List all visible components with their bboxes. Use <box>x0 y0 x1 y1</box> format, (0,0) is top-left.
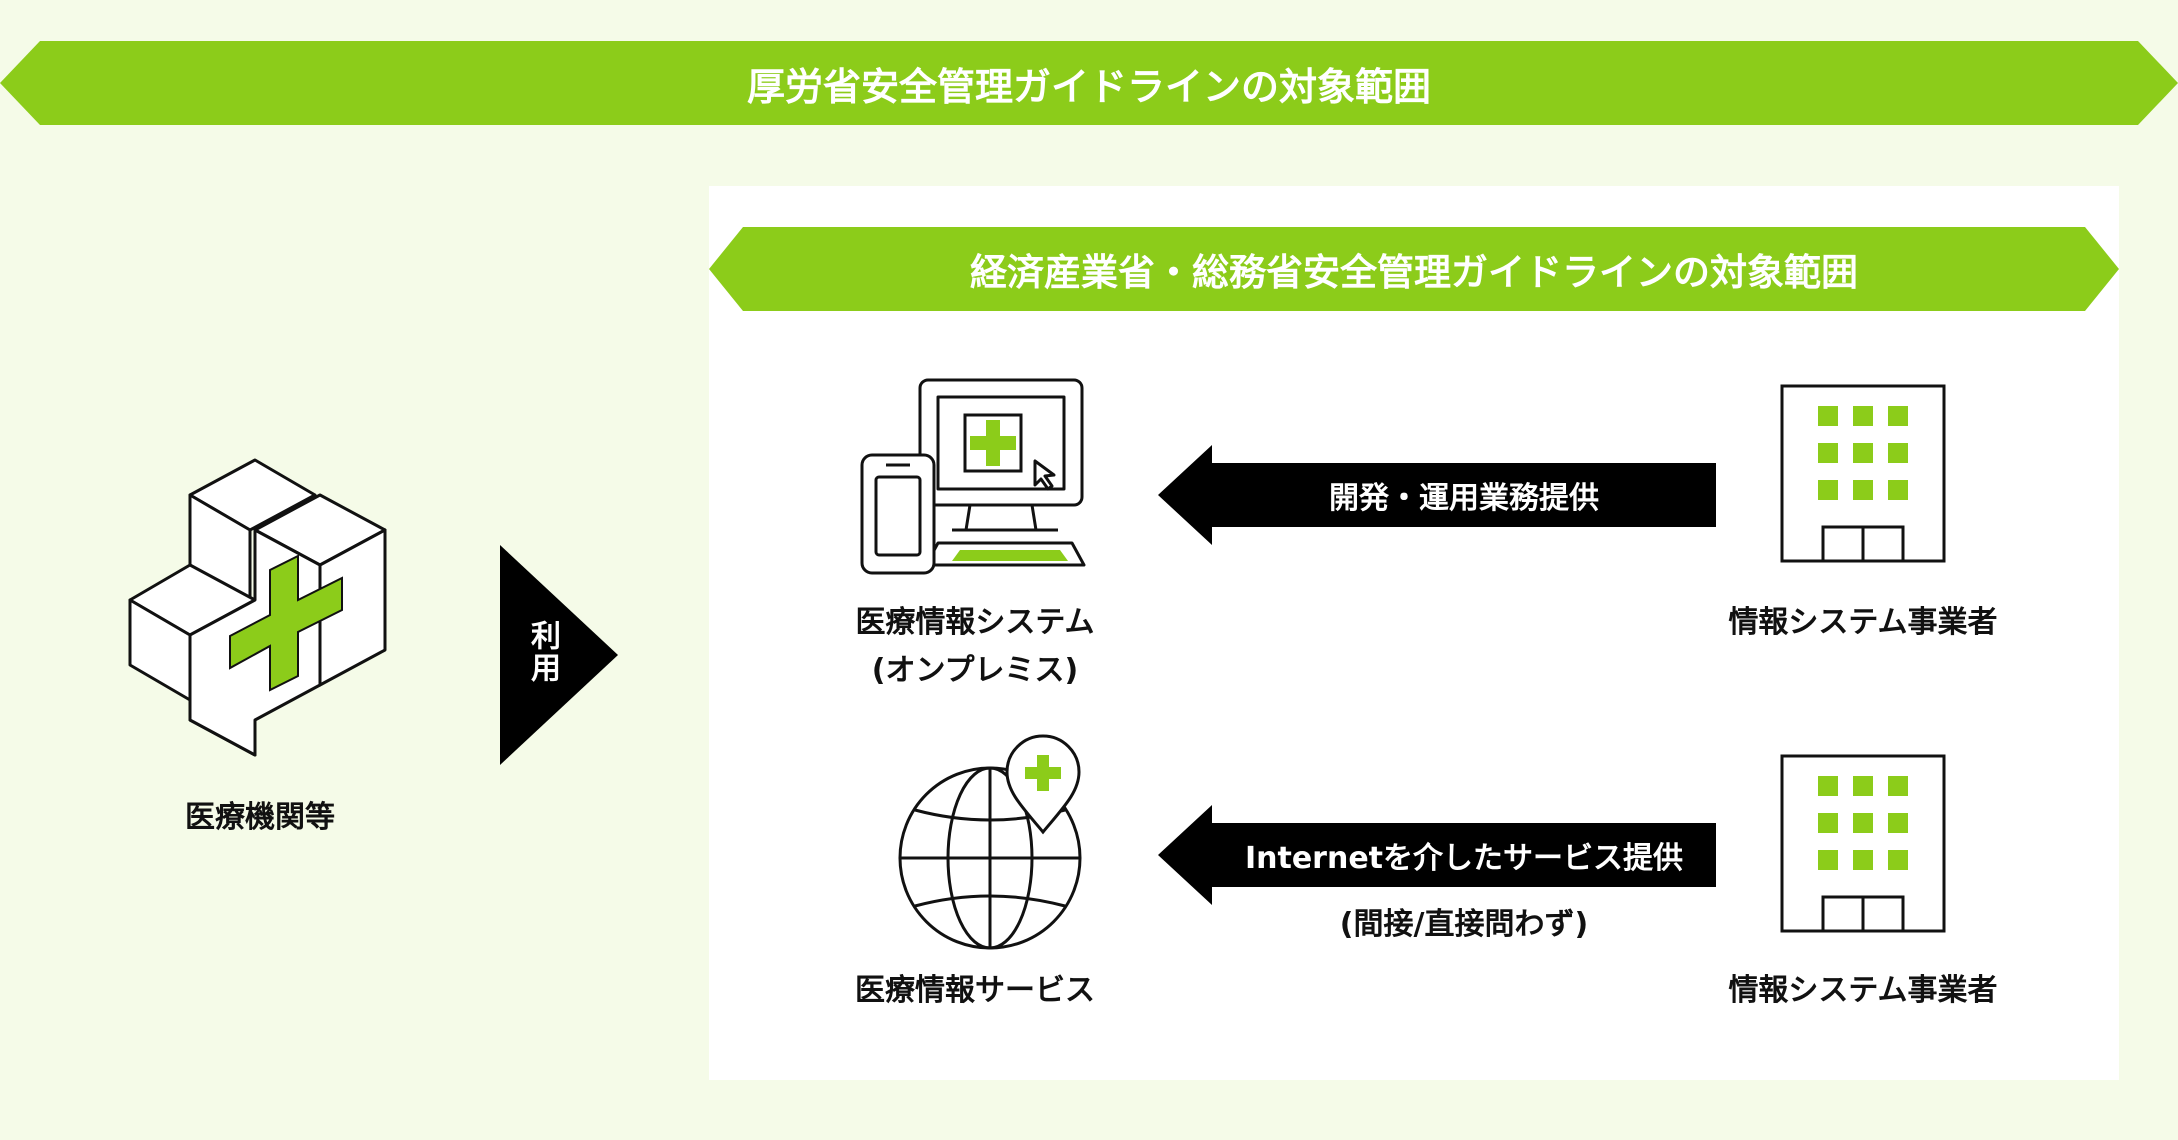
computer-and-phone-icon <box>860 378 1086 575</box>
arrow-top <box>1158 445 1716 545</box>
arrow-bottom-sublabel: (間接/直接問わず) <box>1339 907 1589 942</box>
use-arrow-label: 利用 <box>525 620 560 684</box>
top-banner-title: 厚労省安全管理ガイドラインの対象範囲 <box>746 64 1431 109</box>
medical-institution-label: 医療機関等 <box>185 800 335 835</box>
service-label: 医療情報サービス <box>855 973 1095 1008</box>
onprem-system-label-line2: (オンプレミス) <box>871 653 1079 688</box>
use-arrow <box>500 545 618 765</box>
arrow-top-label: 開発・運用業務提供 <box>1329 481 1599 516</box>
vendor-bottom-label: 情報システム事業者 <box>1728 973 1998 1008</box>
office-building-icon <box>1780 384 1946 563</box>
onprem-system-label-line1: 医療情報システム <box>855 605 1095 640</box>
vendor-top-label: 情報システム事業者 <box>1728 605 1998 640</box>
globe-with-pin-icon <box>898 734 1082 950</box>
medical-cross-3d-icon <box>128 458 387 757</box>
inner-banner: 経済産業省・総務省安全管理ガイドラインの対象範囲 <box>709 227 2119 311</box>
arrow-bottom-label: Internetを介したサービス提供 <box>1244 841 1684 876</box>
office-building-icon <box>1780 754 1946 933</box>
arrow-bottom <box>1158 805 1716 905</box>
inner-banner-title: 経済産業省・総務省安全管理ガイドラインの対象範囲 <box>970 251 1858 294</box>
top-banner: 厚労省安全管理ガイドラインの対象範囲 <box>0 41 2178 125</box>
